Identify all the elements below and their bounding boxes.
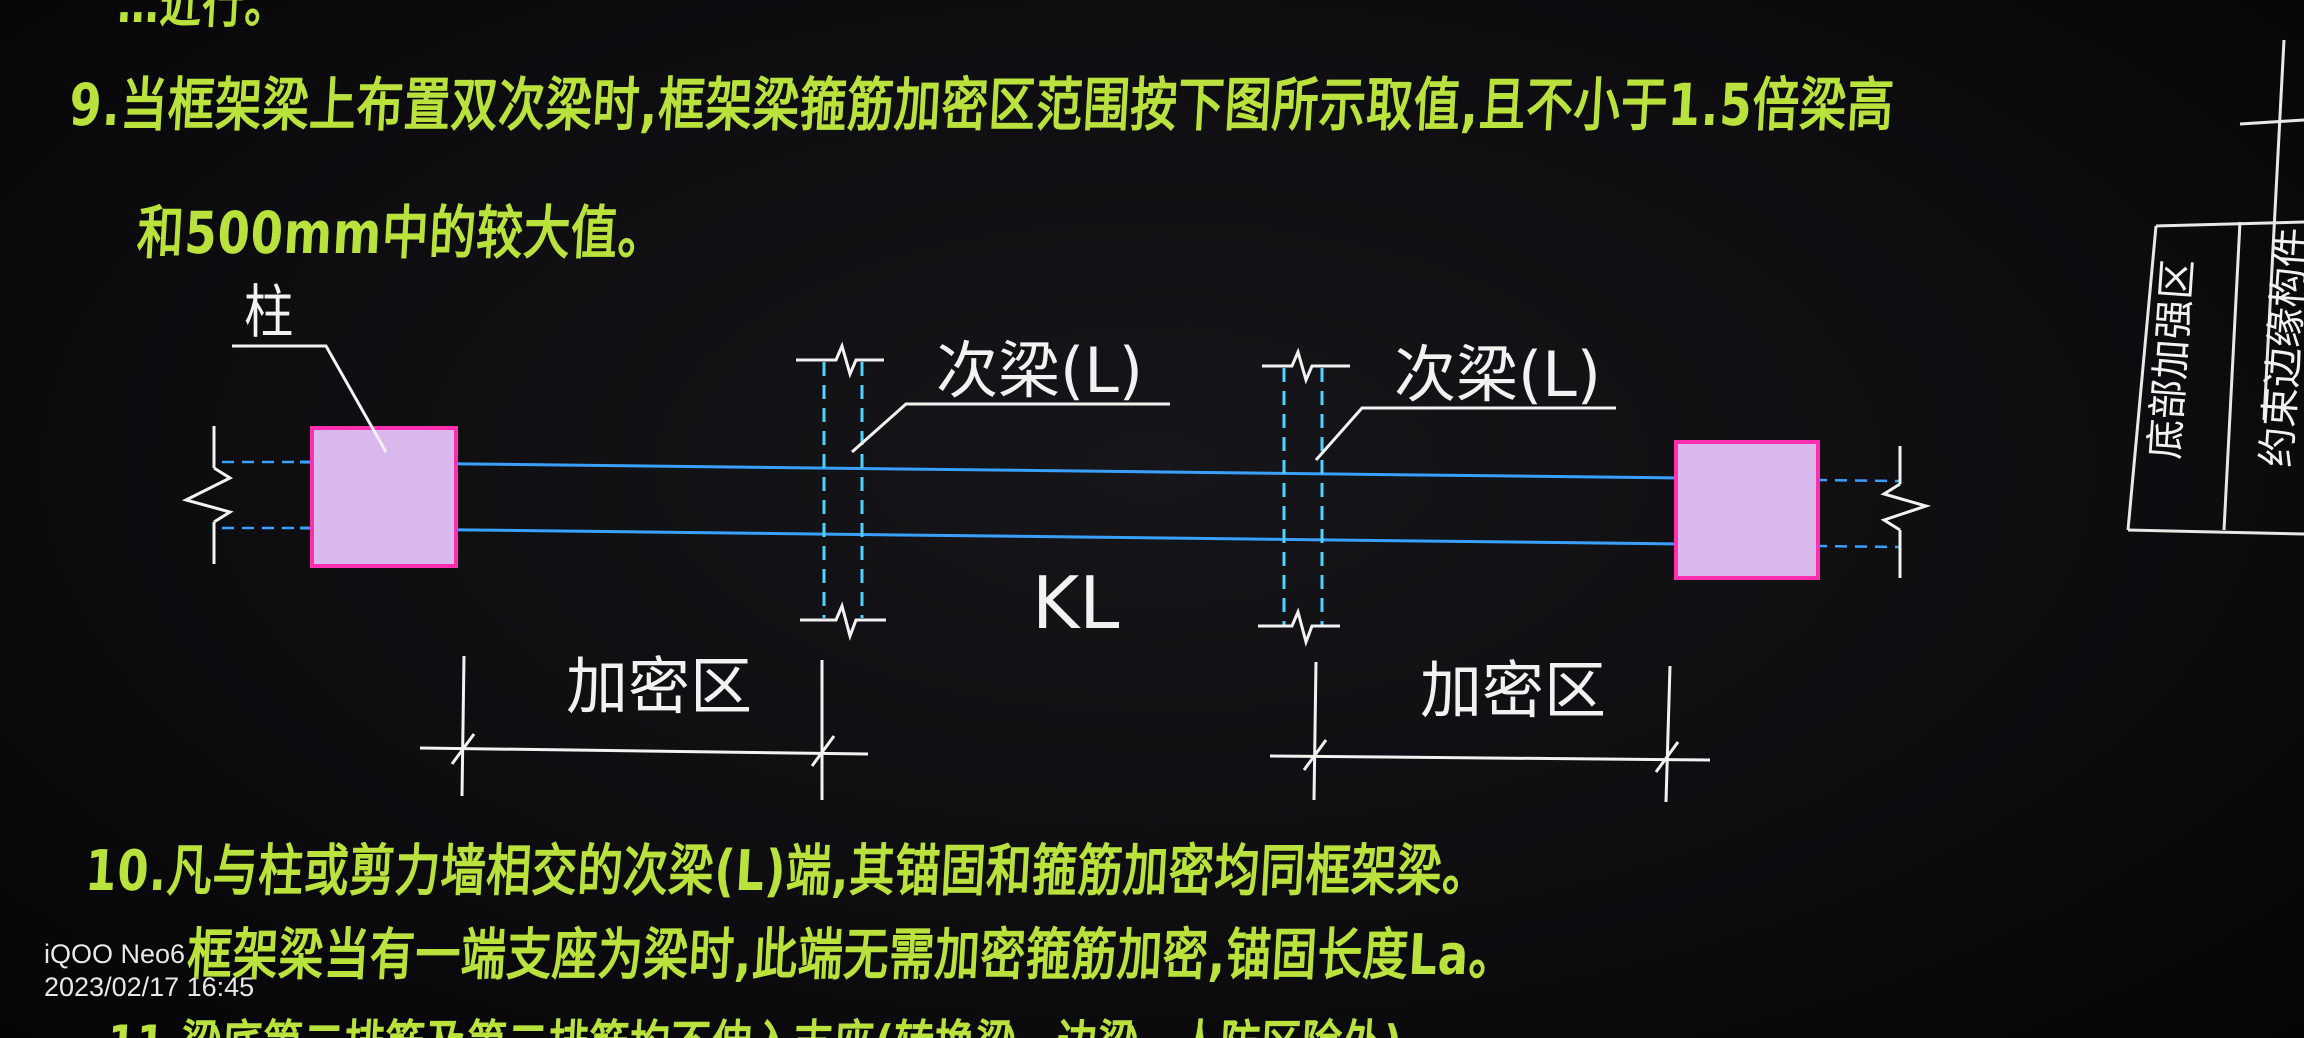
secondary-beam-left-leader (851, 402, 1170, 454)
beam-bottom-line (299, 526, 1683, 546)
camera-watermark: iQOO Neo6 2023/02/17 16:45 (44, 938, 254, 1004)
dense-zone-left-label: 加密区 (566, 650, 752, 723)
secondary-beam-right (1258, 347, 1350, 647)
column-label: 柱 (244, 278, 293, 346)
frame-beam-label: KL (1032, 561, 1119, 645)
watermark-datetime: 2023/02/17 16:45 (44, 972, 255, 1002)
column-leader (232, 344, 388, 453)
dense-zone-right-label: 加密区 (1420, 654, 1606, 727)
beam-top-dashed-right (1814, 478, 1901, 483)
note-10-line-1: 10.凡与柱或剪力墙相交的次梁(L)端,其锚固和箍筋加密均同框架梁。 (83, 839, 1490, 904)
secondary-beam-left-label: 次梁(L) (936, 334, 1143, 407)
secondary-beam-left (796, 341, 886, 641)
dense-zone-left-dimension (419, 655, 869, 800)
side-table-cell-2: 约束边缘构件 (2254, 226, 2304, 469)
note-10-line-2: 框架梁当有一端支座为梁时,此端无需加密箍筋加密,锚固长度La。 (185, 923, 1517, 988)
column-right (1674, 440, 1820, 580)
break-symbol-right (1880, 446, 1932, 578)
note-11-fragment: 11.梁底第二排筋及第二排筋均不伸入支座(转换梁、边梁、人防区除外) (106, 1004, 1405, 1038)
beam-top-line (299, 460, 1683, 480)
dense-zone-right-dimension (1269, 661, 1711, 803)
secondary-beam-right-label: 次梁(L) (1394, 338, 1601, 411)
frame-beam-kl (222, 460, 1901, 549)
watermark-device: iQOO Neo6 (44, 939, 186, 969)
beam-bottom-dashed-right (1814, 544, 1901, 549)
break-symbol-left (181, 426, 234, 564)
secondary-beam-right-leader (1314, 406, 1616, 461)
